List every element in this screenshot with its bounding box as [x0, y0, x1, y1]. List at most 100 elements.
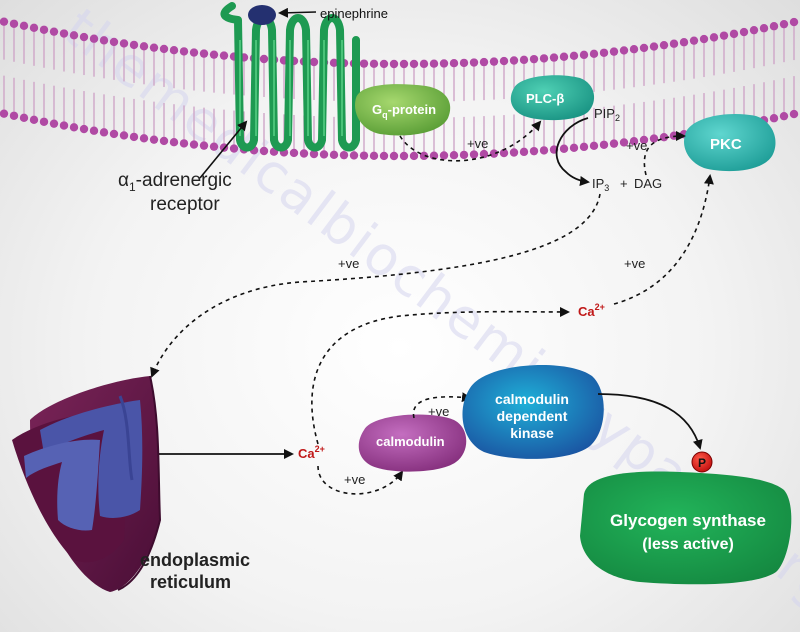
lipid-head [399, 151, 409, 161]
lipid-head [539, 54, 549, 63]
ca-lower-charge: 2+ [315, 444, 325, 454]
lipid-head [49, 27, 59, 36]
lipid-head [329, 150, 339, 160]
lipid-head [439, 59, 449, 68]
lipid-head [129, 132, 139, 142]
ca-to-calmodulin-arrow [317, 465, 404, 495]
lipid-head [359, 151, 369, 160]
receptor-label-line1: α1-adrenergic [118, 170, 232, 194]
phosphate-circle [691, 451, 713, 473]
ca-pkc-ve-label: +ve [624, 256, 645, 271]
lipid-head [639, 135, 649, 145]
er-label-line2: reticulum [150, 572, 231, 592]
dag-label: DAG [634, 176, 662, 191]
dag-pkc-ve-label: +ve [626, 138, 647, 153]
lipid-head [0, 109, 9, 118]
cdk-label-line3: kinase [510, 425, 554, 441]
lipid-head [599, 48, 609, 57]
lipid-head [679, 38, 689, 47]
lipid-head [39, 117, 49, 126]
lipid-head [29, 23, 39, 33]
lipid-head [529, 54, 539, 64]
ca-upper-charge: 2+ [595, 302, 605, 312]
lipid-head [739, 27, 749, 37]
lipid-head [99, 128, 109, 137]
lipid-head [379, 151, 389, 161]
lipid-head [299, 149, 309, 158]
endoplasmic-reticulum-illustration [12, 375, 162, 592]
lipid-head [129, 40, 139, 50]
lipid-head [609, 47, 619, 56]
receptor-name: -adrenergic [136, 170, 232, 191]
lipid-head [119, 39, 129, 48]
lipid-head [779, 19, 789, 29]
lipid-head [589, 49, 599, 59]
glycogen-synthase-shape [580, 471, 792, 585]
ip3-to-er-arrow [150, 193, 601, 378]
lipid-head [179, 47, 189, 56]
lipid-head [509, 148, 519, 157]
alpha1-adrenergic-receptor [220, 2, 360, 152]
lipid-head [259, 146, 269, 156]
lipid-head [149, 43, 159, 52]
lipid-head [449, 151, 459, 160]
lipid-head [469, 150, 479, 159]
lipid-head [369, 151, 379, 161]
lipid-head [499, 56, 509, 66]
lipid-head [0, 17, 9, 26]
lipid-head [89, 126, 99, 135]
lipid-head [649, 42, 659, 51]
lipid-head [609, 139, 619, 148]
pip2-to-ip3-arrow [555, 117, 590, 186]
lipid-head [159, 44, 169, 54]
lipid-head [519, 147, 529, 157]
gq-plc-ve-label: +ve [467, 136, 488, 151]
calmodulin-cdk-ve-label: +ve [428, 404, 449, 419]
lipid-head [259, 54, 269, 64]
receptor-alpha: α [118, 170, 129, 191]
lipid-head [319, 150, 329, 159]
lipid-head [109, 37, 119, 47]
lipid-head [769, 22, 779, 31]
lipid-head [619, 46, 629, 55]
gq-subscript: q [382, 110, 388, 120]
lipid-head [699, 34, 709, 44]
ca-upper-main: Ca [578, 304, 595, 319]
lipid-head [659, 132, 669, 142]
lipid-head [329, 58, 339, 68]
lipid-head [569, 143, 579, 153]
lipid-head [229, 144, 239, 153]
lipid-head [189, 48, 199, 57]
lipid-head [719, 31, 729, 40]
epinephrine-pointer-arrow [278, 7, 317, 18]
lipid-head [629, 137, 639, 146]
ca-lower-main: Ca [298, 446, 315, 461]
lipid-head [399, 59, 409, 69]
lipid-head [369, 59, 379, 69]
lipid-head [659, 40, 669, 50]
lipid-head [199, 49, 209, 58]
lipid-head [189, 140, 199, 149]
lipid-head [59, 121, 69, 130]
lipid-head [579, 50, 589, 60]
lipid-head [219, 51, 229, 60]
glycogen-synthase-label-line1: Glycogen synthase [610, 511, 766, 530]
calmodulin-dependent-kinase-shape [462, 364, 604, 459]
lipid-head [389, 151, 399, 161]
gq-protein-label: Gq-protein [372, 102, 436, 120]
lipid-head [169, 46, 179, 55]
lipid-head [389, 59, 399, 69]
lipid-head [489, 57, 499, 66]
lipid-head [779, 111, 789, 121]
lipid-head [459, 58, 469, 68]
lipid-head [439, 151, 449, 160]
lipid-head [9, 19, 19, 28]
lipid-head [469, 58, 479, 67]
lipid-head [69, 31, 79, 40]
ca-to-pkc-arrow [613, 174, 714, 305]
cdk-to-phosphate-arrow [597, 393, 703, 450]
lipid-head [89, 34, 99, 43]
lipid-head [209, 142, 219, 151]
lipid-head [639, 43, 649, 53]
